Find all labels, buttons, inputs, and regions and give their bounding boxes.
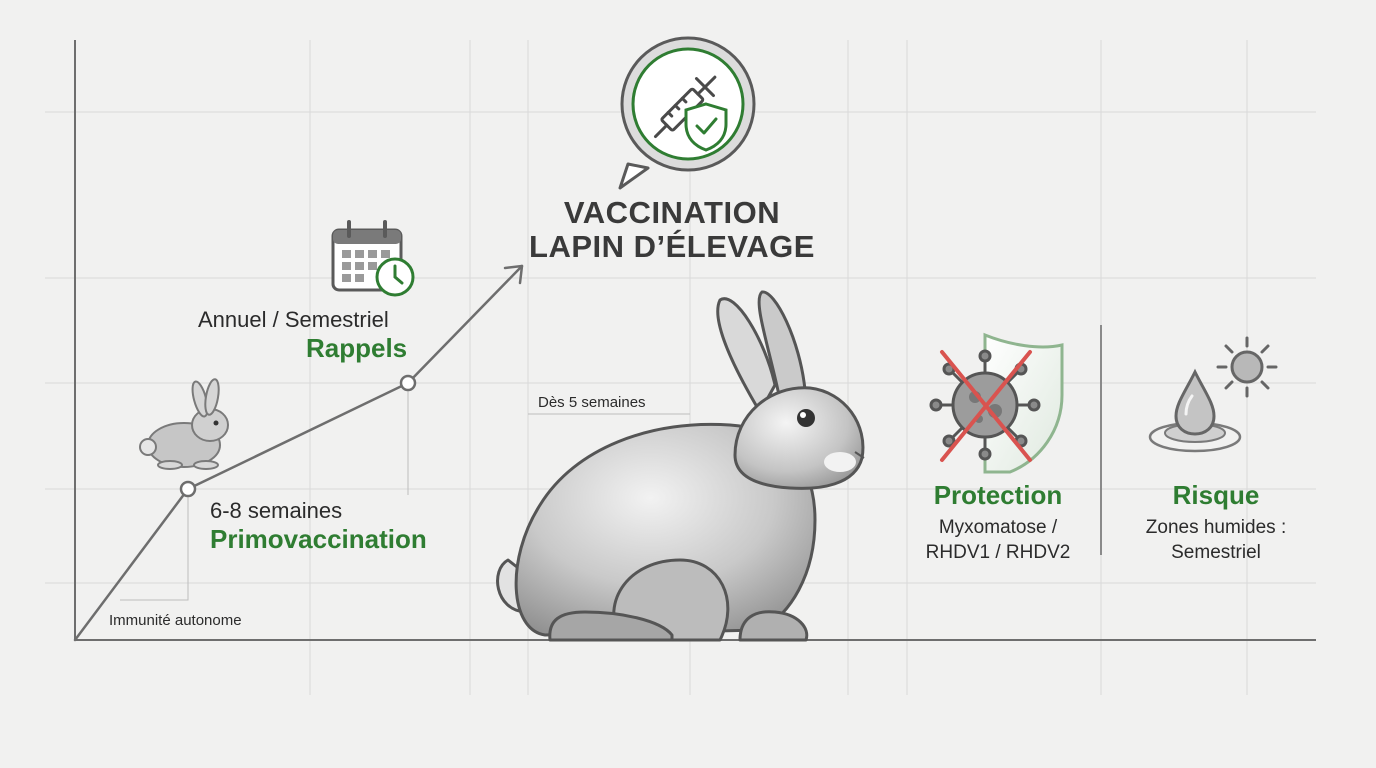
risk-label: Risque <box>1172 480 1260 510</box>
title-line-1: VACCINATION <box>563 195 781 230</box>
primo-label: Primovaccination <box>210 524 427 554</box>
milestone-point-rappels <box>399 374 417 392</box>
syringe-shield-icon <box>618 36 756 190</box>
protection-label: Protection <box>933 480 1063 510</box>
milestone-point-primo <box>179 480 197 498</box>
risk-line-2: Semestriel <box>1171 542 1261 563</box>
rappels-label: Rappels <box>306 333 408 363</box>
risk-line-1: Zones humides : <box>1145 517 1287 538</box>
water-sun-icon <box>1148 336 1278 453</box>
protection-line-2: RHDV1 / RHDV2 <box>925 542 1071 563</box>
rappels-frequency: Annuel / Semestriel <box>198 307 389 332</box>
title-line-2: LAPIN D’ÉLEVAGE <box>529 229 815 264</box>
page-title: VACCINATION LAPIN D’ÉLEVAGE <box>472 196 872 264</box>
virus-crossed-icon <box>929 332 1064 474</box>
trend-line <box>73 264 524 642</box>
calendar-clock-icon <box>331 220 415 297</box>
primo-age: 6-8 semaines <box>210 498 343 523</box>
protection-line-1: Myxomatose / <box>938 517 1058 538</box>
rabbit-illustration <box>496 290 865 642</box>
small-rabbit-icon <box>139 378 229 470</box>
start-age-label: Dès 5 semaines <box>538 394 646 411</box>
immunity-label: Immunité autonome <box>109 612 242 629</box>
